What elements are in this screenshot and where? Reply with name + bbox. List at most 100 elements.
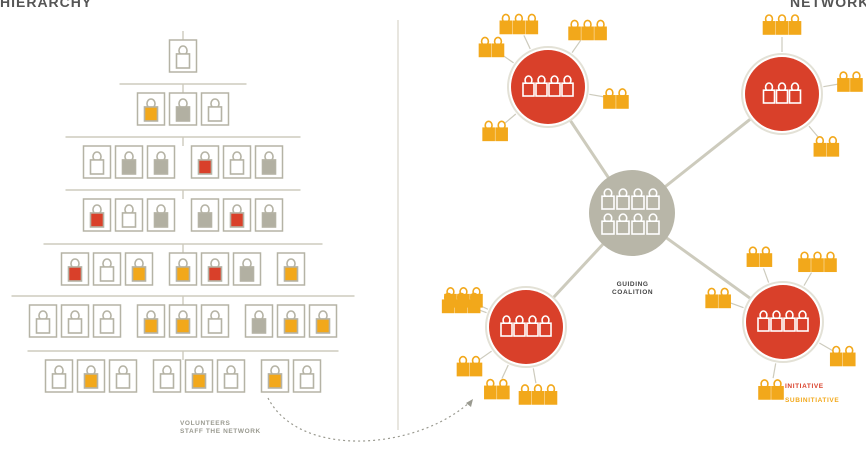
subinitiative-person-icon — [829, 345, 843, 367]
person-icon — [197, 151, 213, 175]
subinitiative-person-icon — [762, 14, 776, 35]
subinitiative-person-icon — [495, 120, 508, 142]
person-icon — [175, 98, 191, 122]
person-icon — [175, 258, 191, 282]
person-icon — [191, 365, 207, 389]
person-icon — [159, 365, 175, 389]
subinitiative-person-icon — [775, 14, 789, 35]
subinitiative-person-icon — [568, 19, 581, 41]
subinitiative-person-icon — [484, 378, 497, 400]
person-icon — [261, 151, 277, 175]
hierarchy-role-box — [222, 145, 252, 179]
person-icon — [153, 204, 169, 228]
subgroup-link — [762, 268, 770, 283]
subgroup-link — [729, 301, 744, 309]
subinitiative-person-icon — [824, 251, 837, 273]
subinitiative-group — [746, 246, 773, 267]
person-icon — [35, 310, 51, 334]
subgroup-link — [478, 350, 492, 361]
initiative-person-icon — [775, 82, 789, 104]
hierarchy-role-box — [92, 304, 122, 338]
subinitiative-group — [762, 14, 802, 35]
initiative-person-icon — [561, 75, 574, 97]
person-icon — [299, 365, 315, 389]
guiding-coalition-hub — [589, 170, 675, 256]
hierarchy-role-box — [146, 198, 176, 232]
initiative-person-icon — [788, 82, 802, 104]
person-icon — [175, 45, 191, 69]
subinitiative-person-icon — [512, 13, 526, 35]
subgroup-link — [589, 93, 605, 98]
hierarchy-role-box — [146, 145, 176, 179]
volunteers-caption: VOLUNTEERS STAFF THE NETWORK — [180, 420, 261, 436]
initiative-person-icon — [539, 315, 552, 337]
subinitiative-group — [837, 71, 863, 92]
person-icon — [207, 258, 223, 282]
hierarchy-role-box — [184, 359, 214, 393]
subinitiative-group — [456, 355, 483, 377]
subinitiative-person-icon — [469, 355, 483, 377]
subgroup-link — [503, 113, 517, 125]
initiative-node — [705, 246, 856, 400]
subinitiative-group — [705, 287, 731, 309]
person-icon — [115, 365, 131, 389]
hierarchy-role-box — [200, 92, 230, 126]
hub-circle — [589, 170, 675, 256]
hierarchy-title: HIERARCHY — [0, 0, 93, 10]
hierarchy-role-box — [44, 359, 74, 393]
person-icon — [197, 204, 213, 228]
hierarchy-chart — [28, 39, 338, 393]
coalition-person-icon — [616, 213, 630, 235]
initiative-person-icon — [513, 315, 526, 337]
hierarchy-role-box — [168, 92, 198, 126]
person-icon — [67, 310, 83, 334]
person-icon — [121, 151, 137, 175]
initiative-person-icon — [770, 310, 783, 332]
subinitiative-person-icon — [457, 287, 470, 308]
person-icon — [223, 365, 239, 389]
subinitiative-person-icon — [544, 384, 558, 405]
subinitiative-person-icon — [603, 88, 616, 109]
subinitiative-person-icon — [837, 71, 850, 92]
person-icon — [207, 310, 223, 334]
subinitiative-person-icon — [798, 251, 811, 273]
hierarchy-role-box — [200, 252, 230, 286]
subinitiative-group — [829, 345, 856, 367]
subinitiative-person-icon — [497, 378, 510, 400]
hierarchy-role-box — [254, 145, 284, 179]
coalition-person-icon — [616, 188, 630, 210]
person-icon — [267, 365, 283, 389]
person-icon — [89, 151, 105, 175]
hierarchy-role-box — [60, 304, 90, 338]
hierarchy-role-box — [254, 198, 284, 232]
network-chart — [441, 13, 863, 405]
subinitiative-group — [813, 136, 840, 157]
hierarchy-role-box — [244, 304, 274, 338]
subgroup-link — [808, 125, 820, 139]
hierarchy-role-box — [82, 198, 112, 232]
hierarchy-role-box — [200, 304, 230, 338]
hierarchy-role-box — [114, 145, 144, 179]
subinitiative-person-icon — [850, 71, 863, 92]
subinitiative-group — [798, 251, 837, 273]
person-icon — [67, 258, 83, 282]
legend-initiative: INITIATIVE — [785, 383, 824, 390]
hierarchy-role-box — [152, 359, 182, 393]
person-icon — [283, 310, 299, 334]
subinitiative-person-icon — [813, 136, 827, 157]
coalition-caption-line2: COALITION — [612, 289, 654, 296]
subinitiative-person-icon — [758, 379, 771, 400]
person-icon — [261, 204, 277, 228]
hierarchy-role-box — [222, 198, 252, 232]
person-icon — [83, 365, 99, 389]
subinitiative-person-icon — [811, 251, 824, 273]
initiative-node — [478, 13, 629, 142]
volunteers-caption-line1: VOLUNTEERS — [180, 420, 231, 427]
person-icon — [207, 98, 223, 122]
person-icon — [251, 310, 267, 334]
hierarchy-role-box — [216, 359, 246, 393]
subinitiative-person-icon — [594, 19, 607, 41]
subinitiative-person-icon — [470, 287, 483, 308]
